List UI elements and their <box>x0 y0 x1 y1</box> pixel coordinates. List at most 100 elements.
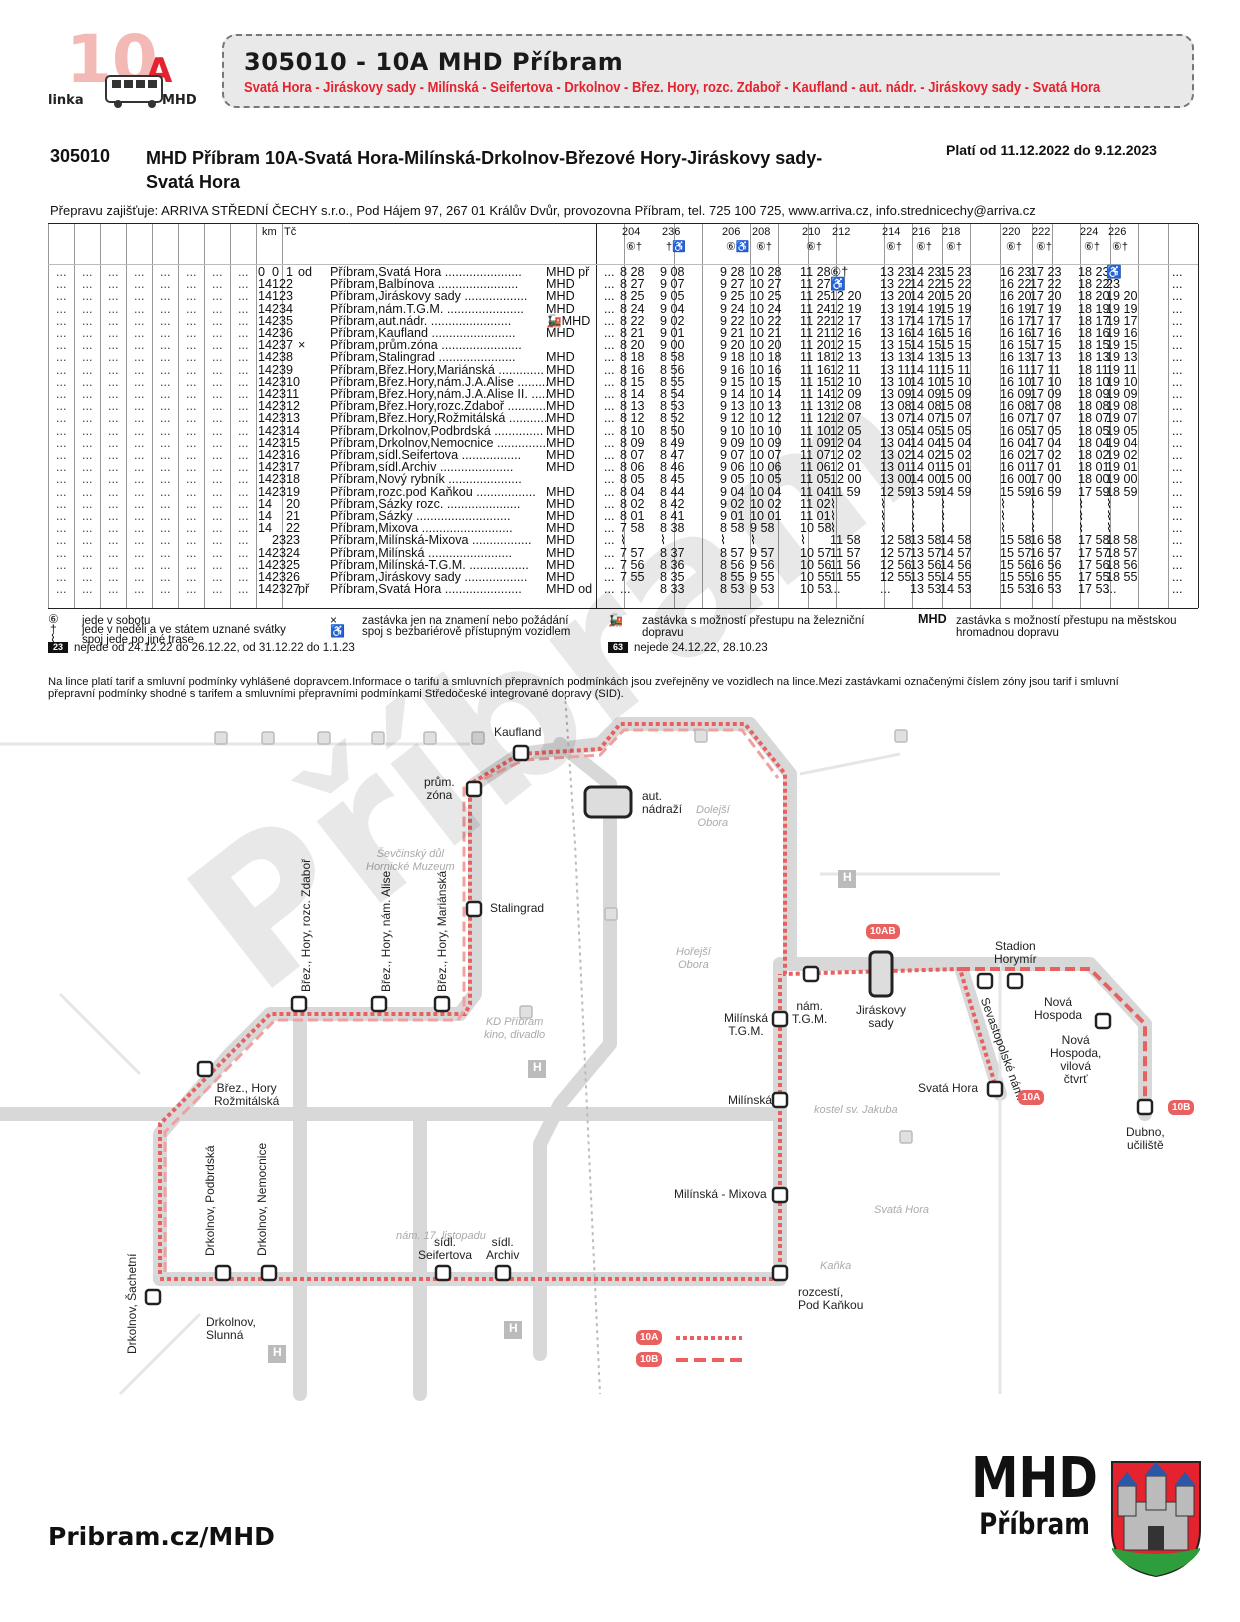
label-alise: Břez., Hory, nám. Alise <box>379 870 393 992</box>
departure-time: 8 52 <box>660 411 685 426</box>
tag-10b: 10B <box>1168 1100 1195 1115</box>
stop-name: Příbram,rozc.pod Kaňkou ................… <box>330 484 536 499</box>
train-icon: 🚂 <box>608 613 623 627</box>
departure-time: 8 46 <box>660 460 685 475</box>
departure-time: 8 37 <box>660 545 685 560</box>
dots: ... <box>604 545 615 560</box>
legend-mhd: zastávka s možností přestupu na městskou… <box>956 615 1177 639</box>
departure-time: ⌇ <box>880 521 887 536</box>
stop-mhd: MHD od <box>546 582 593 597</box>
departure-time: 17 19 <box>1030 301 1062 316</box>
departure-time: 14 17 <box>910 313 942 328</box>
departure-time: 16 08 <box>1000 399 1032 414</box>
stop-mhd: MHD <box>546 423 575 438</box>
departure-time: 13 07 <box>880 411 912 426</box>
departure-time: 18 00 <box>1078 472 1110 487</box>
departure-time: 9 15 <box>720 374 745 389</box>
stop-mhd: MHD <box>546 399 575 414</box>
departure-time: 10 24 <box>750 301 782 316</box>
zone-tc: 7 <box>286 338 294 353</box>
dots: ... <box>1172 326 1183 340</box>
request-stop-icon: × <box>330 613 338 627</box>
departure-time: 16 04 <box>1000 435 1032 450</box>
label-aut-1: aut. <box>642 789 663 803</box>
dots: ... <box>1172 350 1183 365</box>
dots: ... <box>604 301 615 316</box>
departure-time: 10 14 <box>750 387 782 401</box>
trip-code: ⑥† <box>1084 241 1100 253</box>
line-number: 305010 <box>50 146 111 166</box>
departure-time: ⌇ <box>1000 509 1007 523</box>
label-pod-kankou-2: Pod Kaňkou <box>798 1298 864 1312</box>
departure-time: ⌇ <box>940 509 947 523</box>
zone-tc: 17 <box>286 460 301 475</box>
label-nhv-4: čtvrť <box>1063 1072 1088 1086</box>
legend-tag-10b: 10B <box>636 1352 663 1367</box>
departure-time: ⌇ <box>800 533 807 548</box>
label-stadion-2: Horymír <box>994 952 1037 966</box>
departure-time: 19 15 <box>1106 338 1138 353</box>
departure-time: 9 57 <box>750 545 775 560</box>
banner-title: 305010 - 10A MHD Příbram <box>244 48 624 76</box>
departure-time: ... <box>620 582 631 597</box>
stop-name: Příbram,Sázky rozc. ....................… <box>330 496 521 511</box>
stop-mhd: 🚂MHD <box>546 313 591 328</box>
departure-time: 17 13 <box>1030 350 1062 365</box>
legend-sun: jede v neděli a ve státem uznané svátky <box>82 624 286 636</box>
departure-time: 13 08 <box>880 399 912 414</box>
stop-mhd: MHD <box>546 448 575 462</box>
departure-time: 17 02 <box>1030 448 1062 462</box>
stop-name: Příbram,Drkolnov,Nemocnice .............… <box>330 435 547 450</box>
km-2: 0 <box>272 265 280 279</box>
trip-number: 226 <box>1108 226 1127 238</box>
departure-time: 18 05 <box>1078 423 1110 438</box>
departure-time: 8 15 <box>620 374 645 389</box>
tariff-note: Na lince platí tarif a smluvní podmínky … <box>48 676 1119 700</box>
departure-time: 11 09 <box>800 435 831 450</box>
stop-name: Příbram,Břez.Hory,nám.J.A.Alise ........… <box>330 374 549 389</box>
departure-time: 15 09 <box>940 387 972 401</box>
departure-time: 9 25 <box>720 289 745 304</box>
dots: ... <box>1172 399 1183 414</box>
dots: ... <box>604 448 615 462</box>
departure-time: 9 21 <box>720 326 745 340</box>
zone-tc: 11 <box>286 387 300 401</box>
departure-time: 9 02 <box>660 313 685 328</box>
departure-time: 11 56 <box>830 557 861 572</box>
departure-time: 15 11 <box>940 362 971 377</box>
stop-mark: od <box>298 265 313 279</box>
departure-time: ⌇ <box>1000 521 1007 536</box>
trip-number: 214 <box>882 226 901 238</box>
stop-mhd: MHD <box>546 289 575 304</box>
badge-23: 23 <box>48 642 69 654</box>
label-zdabor: Břez., Hory, rozc. Zdaboř <box>299 858 313 992</box>
km-2: 23 <box>272 557 287 572</box>
departure-time: 18 15 <box>1078 338 1110 353</box>
route-10b-line <box>960 967 1147 1108</box>
departure-time: ⌇ <box>1106 521 1113 536</box>
departure-time: 9 14 <box>720 387 745 401</box>
departure-time: 15 00 <box>940 472 972 487</box>
departure-time: 8 07 <box>620 448 645 462</box>
label-dubno-2: učiliště <box>1127 1138 1164 1152</box>
dots: ... <box>1172 472 1183 487</box>
departure-time: 7 57 <box>620 545 645 560</box>
departure-time: ♿ <box>830 277 846 292</box>
stop-nova-hospoda <box>1094 1012 1112 1030</box>
departure-time: ... <box>830 582 841 597</box>
departure-time: 9 09 <box>720 435 745 450</box>
km-2: 23 <box>272 460 287 475</box>
departure-time: 18 01 <box>1078 460 1110 475</box>
departure-time: 8 56 <box>720 557 745 572</box>
website-link[interactable]: Pribram.cz/MHD <box>48 1522 275 1551</box>
stop-name: Příbram,Svatá Hora .....................… <box>330 582 522 597</box>
departure-time: 8 36 <box>660 557 685 572</box>
dots: ... <box>1172 484 1183 499</box>
dots: ... <box>604 435 615 450</box>
departure-time: 16 22 <box>1000 277 1032 292</box>
label-horejsi-1: Hořejší <box>676 946 711 958</box>
